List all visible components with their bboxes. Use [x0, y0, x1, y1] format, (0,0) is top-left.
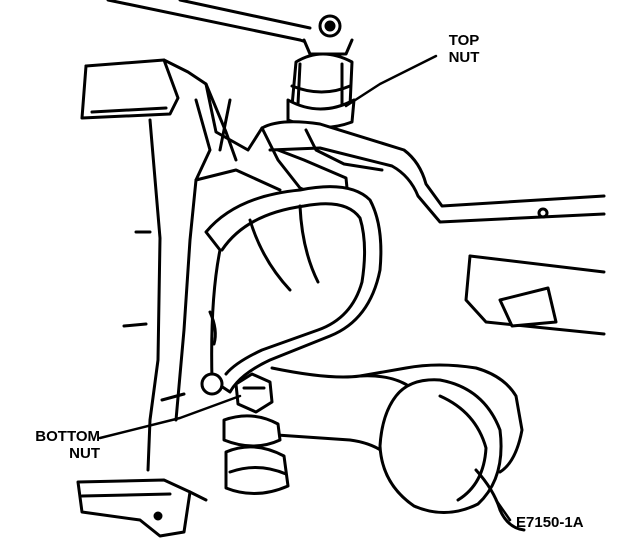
upper-frame-rail [106, 0, 342, 48]
steering-knuckle [80, 58, 350, 472]
bottom-nut-leader [98, 394, 242, 440]
right-arm-rail [260, 120, 606, 224]
lower-flange [76, 478, 208, 538]
top-nut-label: TOP NUT [432, 32, 496, 66]
figure-code: E7150-1A [516, 514, 584, 531]
bottom-nut-assembly [200, 372, 290, 496]
figure-code-leader [494, 498, 512, 522]
caliper-bracket [204, 185, 383, 394]
bottom-nut-label-line-1: BOTTOM [35, 428, 100, 445]
top-nut-label-line-2: NUT [448, 49, 480, 66]
top-nut-leader [344, 54, 438, 108]
bottom-nut-label: BOTTOM NUT [6, 428, 100, 462]
hub-drum [378, 378, 526, 532]
bottom-nut-label-line-2: NUT [69, 445, 100, 462]
lower-control-arm [260, 254, 606, 474]
top-stud-assembly [286, 38, 356, 130]
leader-lines [98, 54, 512, 522]
top-nut-label-line-1: TOP [448, 32, 480, 49]
